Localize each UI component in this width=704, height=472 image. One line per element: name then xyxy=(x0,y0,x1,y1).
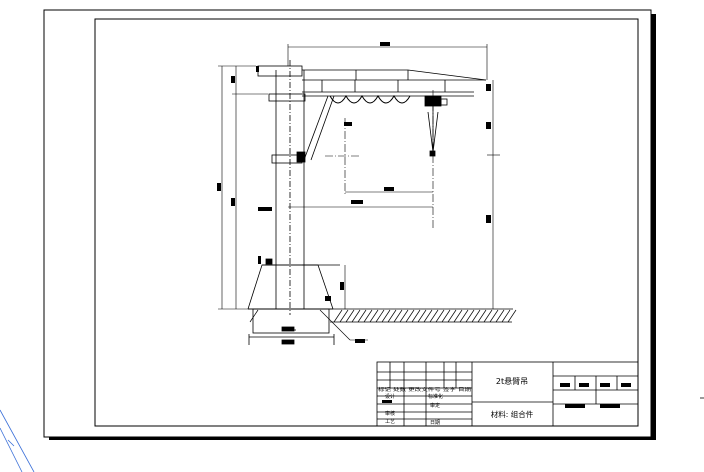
hatch-stroke xyxy=(495,309,505,323)
hatch-stroke xyxy=(423,309,433,323)
title-block xyxy=(376,361,639,427)
hatch-stroke xyxy=(405,309,415,323)
label-standardization: 标准化 xyxy=(428,393,443,400)
hatch-stroke xyxy=(393,309,403,323)
hatch-stroke xyxy=(483,309,493,323)
hatch-stroke xyxy=(375,309,385,323)
dimension-lines xyxy=(218,44,500,341)
hatch-stroke xyxy=(333,309,343,323)
sheet-border xyxy=(43,9,652,438)
drawing-frame xyxy=(94,18,639,427)
hatch-stroke xyxy=(369,309,379,323)
hatch-stroke xyxy=(339,309,349,323)
hatch-stroke xyxy=(453,309,463,323)
column-base xyxy=(247,258,340,310)
hatch-stroke xyxy=(387,309,397,323)
festoon-cable xyxy=(329,94,411,104)
label-date: 日期 xyxy=(430,420,440,426)
hatch-stroke xyxy=(429,309,439,323)
hatch-stroke xyxy=(435,309,445,323)
title-block-fills xyxy=(382,383,631,408)
hatch-stroke xyxy=(357,309,367,323)
stray-blue-lines xyxy=(0,409,35,472)
hatch-stroke xyxy=(345,309,355,323)
hatch-stroke xyxy=(381,309,391,323)
revision-header: 标记 处数 更改文件号 签字 日期 xyxy=(378,386,471,393)
hatch-stroke xyxy=(465,309,475,323)
hatch-stroke xyxy=(411,309,421,323)
label-process: 工艺 xyxy=(385,419,395,425)
hatch-stroke xyxy=(477,309,487,323)
center-lines xyxy=(325,90,434,230)
hatch-stroke xyxy=(459,309,469,323)
column xyxy=(268,60,306,315)
hatch-stroke xyxy=(471,309,481,323)
hatch-stroke xyxy=(501,309,511,323)
hatch-stroke xyxy=(351,309,361,323)
label-checker: 审核 xyxy=(385,410,395,417)
jib-arm xyxy=(257,65,487,161)
ground-hatching xyxy=(248,308,517,323)
hatch-stroke xyxy=(417,309,427,323)
label-reviewer: 审定 xyxy=(430,402,440,409)
hatch-stroke xyxy=(249,309,259,323)
label-designer: 设计 xyxy=(385,393,395,400)
hatch-stroke xyxy=(399,309,409,323)
hatch-stroke xyxy=(441,309,451,323)
hatch-stroke xyxy=(489,309,499,323)
hatch-stroke xyxy=(363,309,373,323)
dimension-labels xyxy=(217,42,491,343)
hatch-stroke xyxy=(447,309,457,323)
drawing-name: 2t悬臂吊 xyxy=(496,376,528,386)
material-label: 材料: 组合件 xyxy=(491,409,534,419)
hatch-stroke xyxy=(507,309,517,323)
